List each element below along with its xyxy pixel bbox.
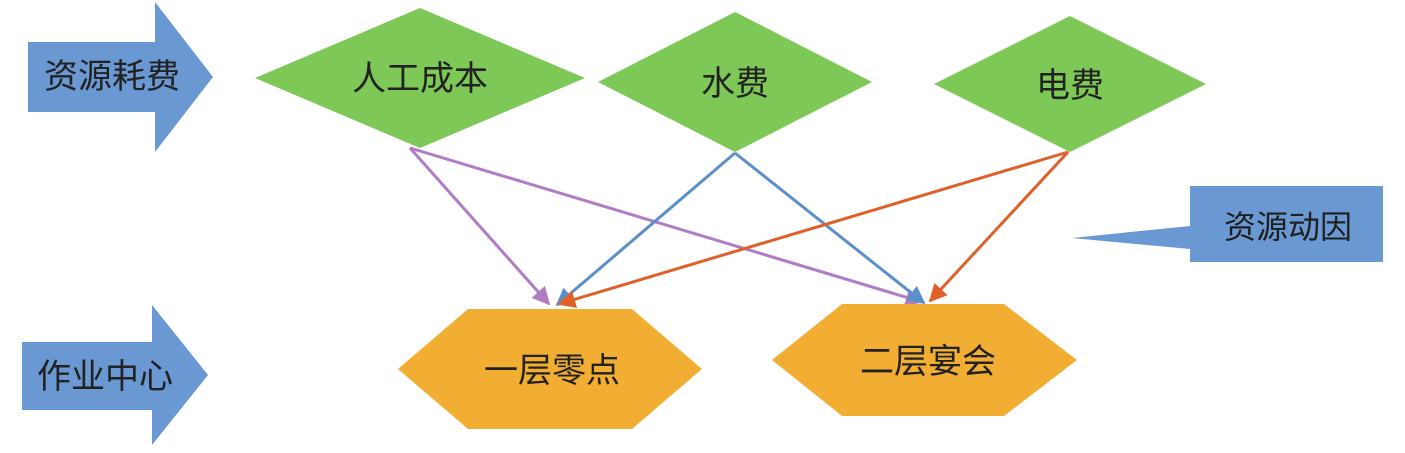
resource-consumption-arrow: 资源耗费	[28, 2, 213, 152]
resource-consumption-label: 资源耗费	[44, 57, 180, 97]
activity-center-arrow: 作业中心	[22, 305, 208, 445]
link-water-to-floor1	[555, 151, 736, 307]
center-node-floor1: 一层零点	[398, 309, 702, 429]
resource-label-labor: 人工成本	[352, 59, 488, 99]
callout-shape	[1072, 186, 1383, 262]
center-label-floor1: 一层零点	[484, 351, 620, 391]
center-node-floor2: 二层宴会	[772, 304, 1077, 416]
resource-node-water: 水费	[598, 12, 872, 152]
block-arrow-shape	[28, 2, 213, 152]
hexagon-shape	[772, 304, 1077, 416]
resource-node-electric: 电费	[934, 16, 1206, 152]
resource-label-electric: 电费	[1036, 66, 1104, 106]
connector-links	[408, 146, 1070, 308]
resource-driver-label: 资源动因	[1224, 208, 1352, 246]
center-label-floor2: 二层宴会	[860, 342, 996, 382]
link-electric-to-floor2	[928, 150, 1070, 303]
resource-driver-callout: 资源动因	[1072, 186, 1383, 262]
diamond-shape	[255, 8, 585, 148]
diamond-shape	[598, 12, 872, 152]
link-electric-to-floor1	[557, 150, 1069, 308]
link-labor-to-floor1	[408, 147, 551, 306]
hexagon-shape	[398, 309, 702, 429]
resource-label-water: 水费	[701, 64, 769, 104]
diamond-shape	[934, 16, 1206, 152]
block-arrow-shape	[22, 305, 208, 445]
activity-center-label: 作业中心	[37, 357, 173, 397]
resource-node-labor: 人工成本	[255, 8, 585, 148]
link-water-to-floor2	[734, 151, 926, 305]
link-labor-to-floor2	[409, 146, 924, 306]
